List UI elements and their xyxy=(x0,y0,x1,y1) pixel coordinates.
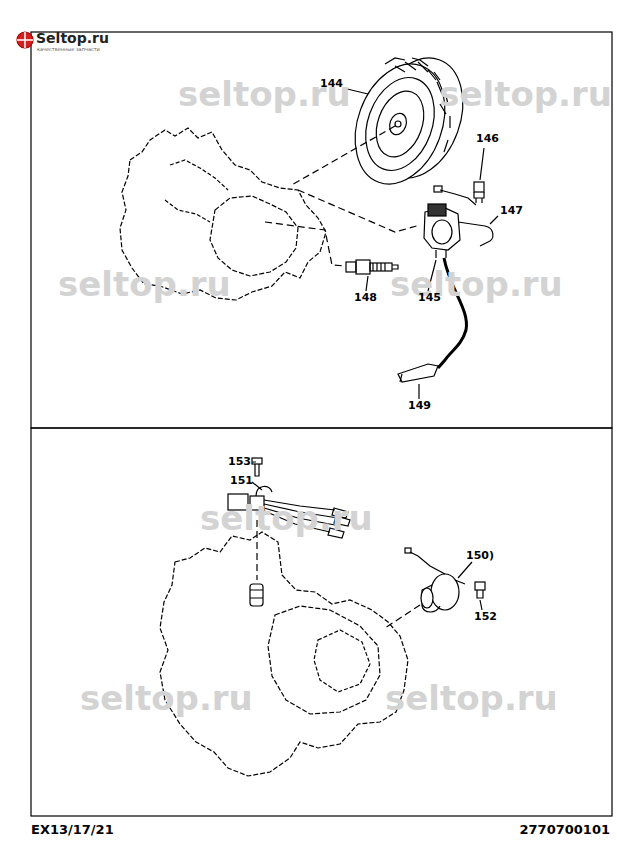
watermark: seltop.ru xyxy=(385,680,558,717)
callout-number: 144 xyxy=(320,78,343,90)
switch-unit xyxy=(405,548,465,612)
watermark: seltop.ru xyxy=(200,500,373,537)
cylinder-outline xyxy=(165,160,228,222)
engine-outline xyxy=(160,532,408,776)
callout-number: 150) xyxy=(466,550,494,562)
callout-number: 152 xyxy=(474,611,497,623)
screw xyxy=(475,582,485,598)
screw xyxy=(252,458,262,476)
callout-number: 145 xyxy=(418,292,441,304)
assembly-line xyxy=(265,126,420,266)
logo-text: Seltop.ru xyxy=(36,31,109,46)
callout-number: 151 xyxy=(230,475,253,487)
spark-plug-cap xyxy=(398,364,438,382)
logo-icon xyxy=(17,32,33,48)
crankcase-outline xyxy=(268,606,380,714)
flywheel xyxy=(339,45,478,196)
diagram-number: 2770700101 xyxy=(520,823,610,837)
crankcase-outline xyxy=(210,196,298,276)
callout-number: 153 xyxy=(228,456,251,468)
watermark: seltop.ru xyxy=(390,266,563,303)
panel-frame xyxy=(31,32,612,428)
bolt xyxy=(474,182,484,203)
callout-number: 147 xyxy=(500,205,523,217)
panel-frame xyxy=(31,428,612,816)
callout-number: 146 xyxy=(476,133,499,145)
watermark: seltop.ru xyxy=(80,680,253,717)
logo-tagline: качественные запчасти xyxy=(37,47,100,53)
watermark: seltop.ru xyxy=(439,76,612,113)
callout-number: 148 xyxy=(354,292,377,304)
callout-number: 149 xyxy=(408,400,431,412)
watermark: seltop.ru xyxy=(58,266,231,303)
model-number: EX13/17/21 xyxy=(31,823,114,837)
leader-line xyxy=(343,88,498,399)
crankcase-outline xyxy=(314,630,370,692)
sensor xyxy=(250,584,263,606)
